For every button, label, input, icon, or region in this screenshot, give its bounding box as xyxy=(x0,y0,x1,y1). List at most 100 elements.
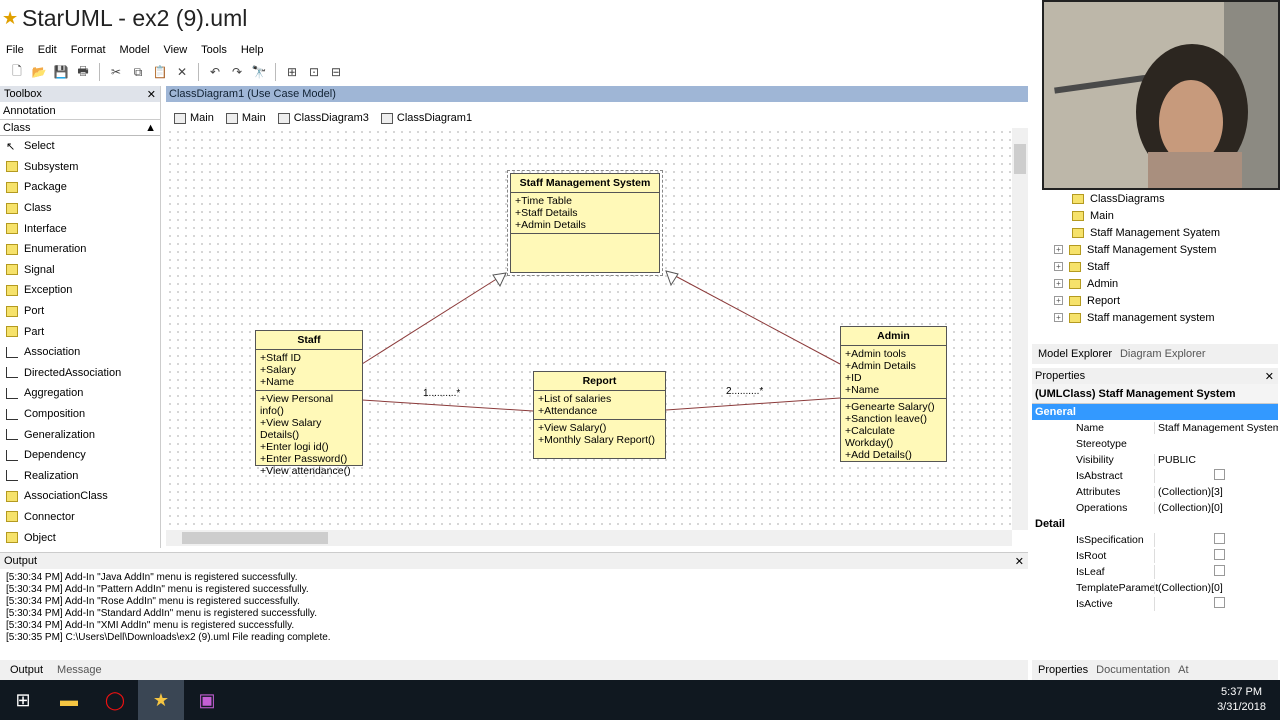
checkbox[interactable] xyxy=(1214,469,1225,480)
expand-icon[interactable]: + xyxy=(1054,296,1063,305)
toolbox-item-association[interactable]: Association xyxy=(0,342,160,363)
property-row[interactable]: IsSpecification xyxy=(1032,532,1278,548)
class-report[interactable]: Report+List of salaries+Attendance+View … xyxy=(533,371,666,459)
paste-icon[interactable]: 📋 xyxy=(152,65,168,79)
explorer-item[interactable]: ClassDiagrams xyxy=(1032,190,1278,207)
property-row[interactable]: Attributes(Collection)[3] xyxy=(1032,484,1278,500)
tab-message[interactable]: Message xyxy=(57,664,102,676)
staruml-taskbar-icon[interactable]: ★ xyxy=(138,680,184,720)
scroll-thumb[interactable] xyxy=(1014,144,1026,174)
recorder-icon[interactable]: ▣ xyxy=(198,689,216,710)
menu-tools[interactable]: Tools xyxy=(201,43,227,56)
menu-view[interactable]: View xyxy=(163,43,188,56)
new-icon[interactable]: 🗋 xyxy=(12,63,22,78)
expand-icon[interactable]: + xyxy=(1054,279,1063,288)
expand-icon[interactable]: + xyxy=(1054,313,1063,322)
copy-icon[interactable]: ⧉ xyxy=(133,64,143,79)
delete-icon[interactable]: ✕ xyxy=(176,65,188,79)
chevron-up-icon[interactable]: ▲ xyxy=(145,121,156,134)
diagram-canvas[interactable]: 1..........* 2..........* Staff Manageme… xyxy=(166,128,1012,530)
property-value[interactable] xyxy=(1154,565,1278,579)
close-icon[interactable]: ✕ xyxy=(1014,555,1024,568)
checkbox[interactable] xyxy=(1214,533,1225,544)
explorer-item[interactable]: +Staff xyxy=(1032,258,1278,275)
horizontal-scrollbar[interactable] xyxy=(166,530,1012,546)
explorer-item[interactable]: +Admin xyxy=(1032,275,1278,292)
toolbox-item-select[interactable]: ↖Select xyxy=(0,136,160,157)
tab-documentation[interactable]: Documentation xyxy=(1096,664,1171,676)
property-value[interactable] xyxy=(1154,597,1278,611)
class-staff[interactable]: Staff+Staff ID+Salary+Name+View Personal… xyxy=(255,330,363,477)
system-clock[interactable]: 5:37 PM 3/31/2018 xyxy=(1217,685,1266,715)
toolbox-item-exception[interactable]: Exception xyxy=(0,280,160,301)
toolbox-item-generalization[interactable]: Generalization xyxy=(0,424,160,445)
toolbox-item-directedassociation[interactable]: DirectedAssociation xyxy=(0,363,160,384)
tab-output[interactable]: Output xyxy=(10,664,44,676)
property-value[interactable]: PUBLIC xyxy=(1154,454,1278,466)
scroll-thumb[interactable] xyxy=(182,532,328,544)
tab-properties[interactable]: Properties xyxy=(1038,664,1089,676)
property-value[interactable] xyxy=(1154,533,1278,547)
toolbox-item-part[interactable]: Part xyxy=(0,321,160,342)
toolbox-item-subsystem[interactable]: Subsystem xyxy=(0,157,160,178)
property-group-general[interactable]: General xyxy=(1032,404,1278,420)
association-staff-report[interactable] xyxy=(361,399,534,412)
tab-attachments[interactable]: At xyxy=(1178,664,1189,676)
property-value[interactable] xyxy=(1154,549,1278,563)
cut-icon[interactable]: ✂ xyxy=(110,65,122,79)
explorer-item[interactable]: Main xyxy=(1032,207,1278,224)
menu-format[interactable]: Format xyxy=(70,43,106,56)
property-row[interactable]: IsLeaf xyxy=(1032,564,1278,580)
menu-model[interactable]: Model xyxy=(119,43,150,56)
checkbox[interactable] xyxy=(1214,565,1225,576)
layout-icon[interactable]: ⊟ xyxy=(330,65,342,79)
toolbox-item-associationclass[interactable]: AssociationClass xyxy=(0,486,160,507)
toolbox-item-realization[interactable]: Realization xyxy=(0,466,160,487)
menu-edit[interactable]: Edit xyxy=(37,43,57,56)
property-value[interactable]: Staff Management System xyxy=(1154,422,1278,434)
windows-start-icon[interactable]: ⊞ xyxy=(15,689,31,710)
menu-file[interactable]: File xyxy=(6,43,24,56)
association-report-admin[interactable] xyxy=(665,397,841,411)
property-row[interactable]: Stereotype xyxy=(1032,436,1278,452)
explorer-item[interactable]: +Staff management system xyxy=(1032,309,1278,326)
generalization-staff-line[interactable] xyxy=(361,272,507,365)
toolbox-item-port[interactable]: Port xyxy=(0,301,160,322)
property-row[interactable]: TemplateParamet(Collection)[0] xyxy=(1032,580,1278,596)
property-value[interactable] xyxy=(1154,469,1278,483)
expand-icon[interactable]: + xyxy=(1054,245,1063,254)
explorer-item[interactable]: Staff Management Syatem xyxy=(1032,224,1278,241)
explorer-item[interactable]: +Report xyxy=(1032,292,1278,309)
generalization-admin-line[interactable] xyxy=(665,270,841,365)
toolbox-category-annotation[interactable]: Annotation xyxy=(0,102,160,120)
vertical-scrollbar[interactable] xyxy=(1012,128,1028,530)
property-value[interactable]: (Collection)[0] xyxy=(1154,502,1278,514)
print-icon[interactable]: 🖶 xyxy=(77,63,89,78)
tab-classdiagram1[interactable]: ClassDiagram1 xyxy=(380,112,472,124)
toolbox-category-class[interactable]: Class ▲ xyxy=(0,120,160,136)
tab-diagram-explorer[interactable]: Diagram Explorer xyxy=(1119,348,1206,360)
property-value[interactable]: (Collection)[0] xyxy=(1154,582,1278,594)
close-icon[interactable]: ✕ xyxy=(146,88,156,101)
zoom-icon[interactable]: ⊞ xyxy=(286,65,298,79)
file-explorer-icon[interactable]: ▬ xyxy=(60,689,78,710)
toolbox-item-connector[interactable]: Connector xyxy=(0,507,160,528)
checkbox[interactable] xyxy=(1214,597,1225,608)
close-icon[interactable]: ✕ xyxy=(1264,370,1274,383)
undo-icon[interactable]: ↶ xyxy=(209,65,221,79)
expand-icon[interactable]: + xyxy=(1054,262,1063,271)
tab-main-2[interactable]: Main xyxy=(225,112,266,124)
fit-icon[interactable]: ⊡ xyxy=(308,65,320,79)
property-value[interactable]: (Collection)[3] xyxy=(1154,486,1278,498)
tab-model-explorer[interactable]: Model Explorer xyxy=(1038,348,1112,360)
checkbox[interactable] xyxy=(1214,549,1225,560)
property-row[interactable]: Operations(Collection)[0] xyxy=(1032,500,1278,516)
tab-classdiagram3[interactable]: ClassDiagram3 xyxy=(277,112,369,124)
save-icon[interactable]: 💾 xyxy=(53,65,69,79)
toolbox-item-enumeration[interactable]: Enumeration xyxy=(0,239,160,260)
toolbox-item-class[interactable]: Class xyxy=(0,198,160,219)
class-staff-management-system[interactable]: Staff Management System+Time Table+Staff… xyxy=(507,170,663,276)
redo-icon[interactable]: ↷ xyxy=(231,65,243,79)
